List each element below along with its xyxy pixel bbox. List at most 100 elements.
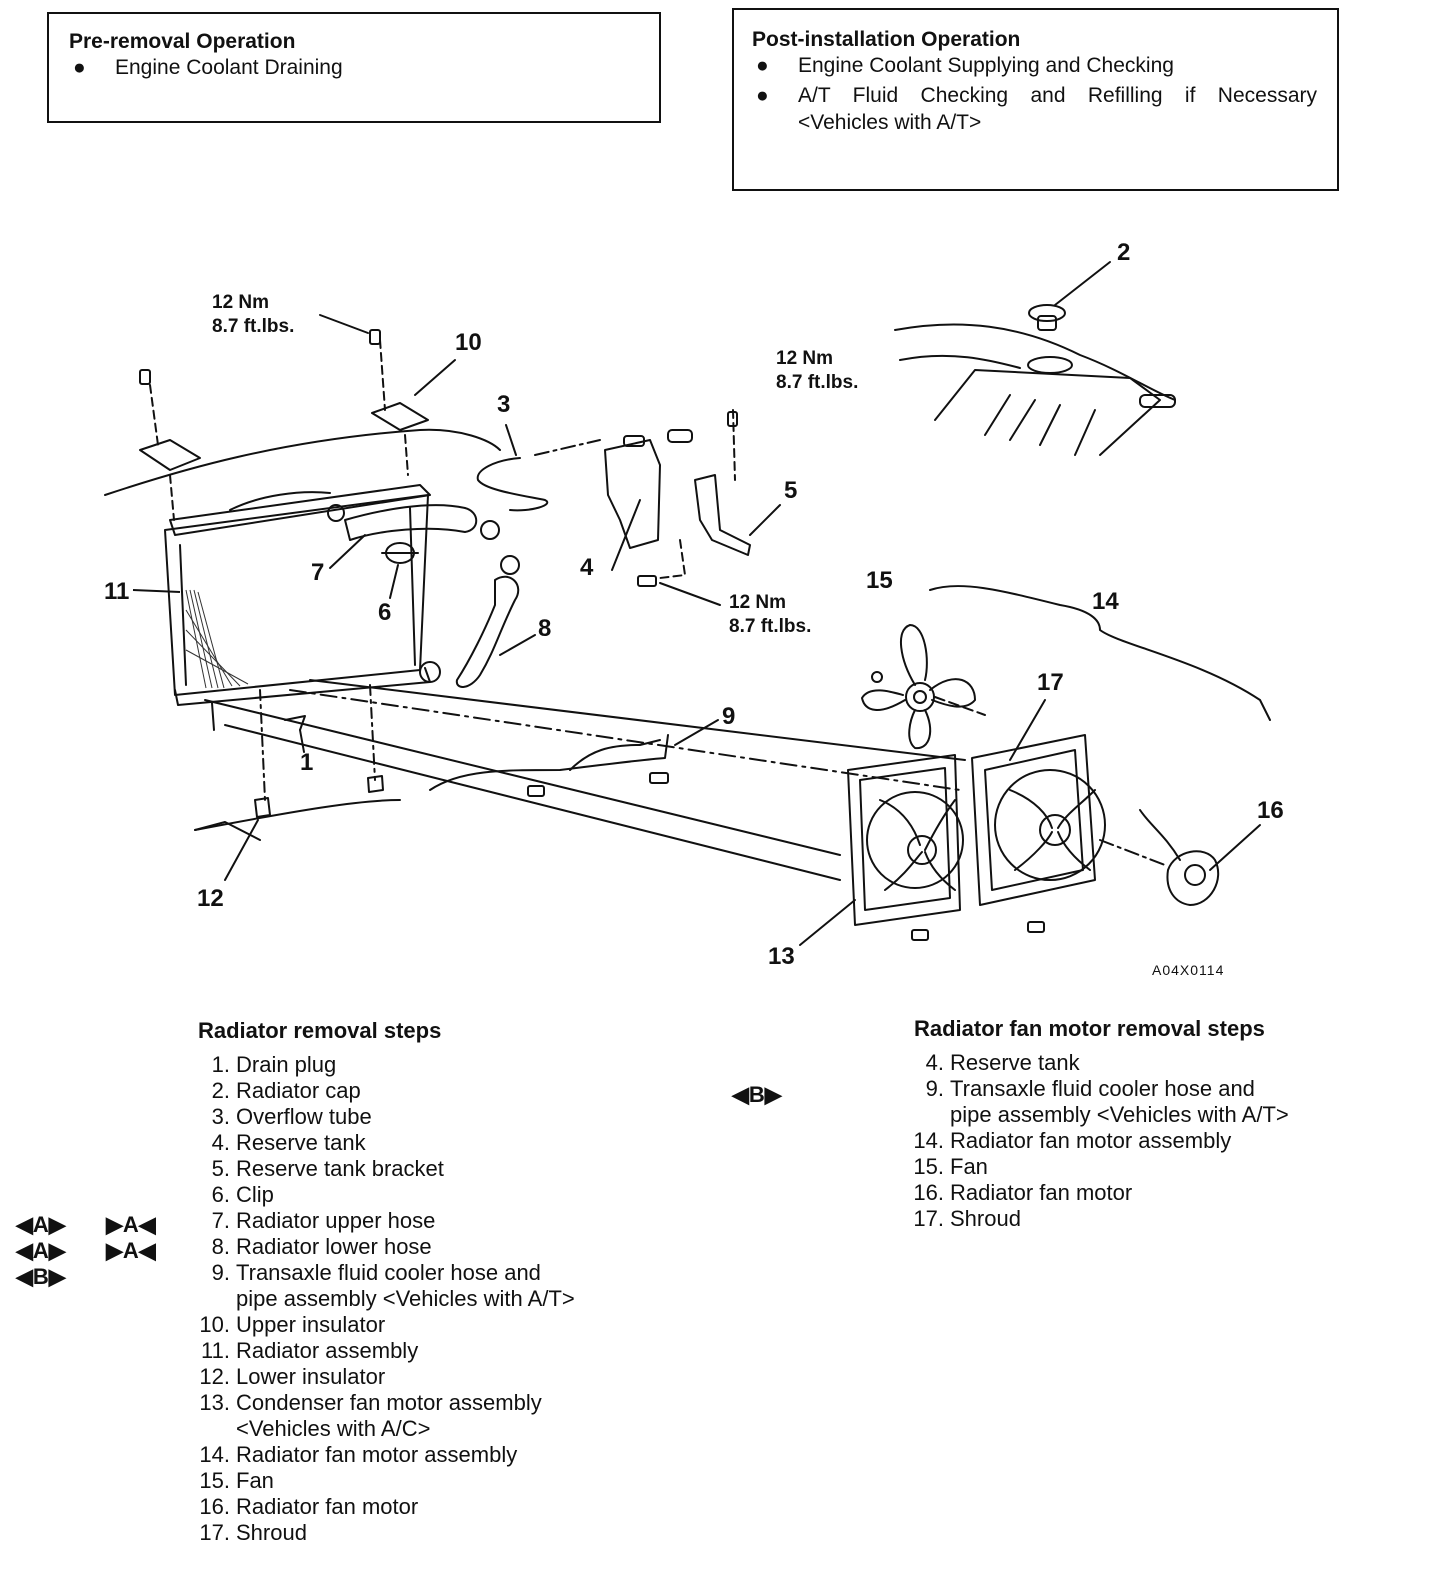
step-item: 14.Radiator fan motor assembly xyxy=(900,1128,1289,1154)
callout-8: 8 xyxy=(538,615,551,642)
assembly-bracket xyxy=(929,585,1271,721)
step-text: Lower insulator xyxy=(236,1364,386,1389)
torque-label: 8.7 ft.lbs. xyxy=(212,316,294,337)
step-text: Fan xyxy=(236,1468,274,1493)
engine-outline xyxy=(984,394,1096,456)
step-item: 3.Overflow tube xyxy=(186,1104,575,1130)
step-number: 15. xyxy=(199,1468,230,1493)
step-text: Shroud xyxy=(236,1520,307,1545)
bullet-icon: ● xyxy=(756,54,769,77)
reserve-tank xyxy=(604,439,661,549)
engine-outline xyxy=(934,369,1161,456)
step-number: 1. xyxy=(211,1052,230,1077)
radiator-fan-motor xyxy=(1166,850,1220,906)
step-item: 13.Condenser fan motor assembly xyxy=(186,1390,575,1416)
callout-9: 9 xyxy=(722,703,735,730)
step-text: Radiator fan motor assembly xyxy=(950,1128,1232,1153)
callout-4: 4 xyxy=(580,554,594,581)
step-text: Radiator upper hose xyxy=(236,1208,436,1233)
step-item: pipe assembly <Vehicles with A/T> xyxy=(186,1286,575,1312)
radiator-shroud xyxy=(971,734,1096,906)
transaxle-cooler-pipe xyxy=(429,734,669,791)
callout-17: 17 xyxy=(1037,669,1064,696)
step-text: <Vehicles with A/C> xyxy=(236,1416,431,1441)
step-number: 16. xyxy=(199,1494,230,1519)
radiator-cap xyxy=(1037,315,1057,331)
step-text: Radiator fan motor xyxy=(950,1180,1133,1205)
lower-insulator xyxy=(254,797,271,818)
upper-insulator xyxy=(139,439,201,471)
step-number: 14. xyxy=(199,1442,230,1467)
step-text: Radiator lower hose xyxy=(236,1234,432,1259)
step-text: Fan xyxy=(950,1154,988,1179)
body-outline xyxy=(194,799,401,831)
step-item: 16.Radiator fan motor xyxy=(186,1494,575,1520)
step-text: Condenser fan motor assembly xyxy=(236,1390,542,1415)
radiator-tank-top xyxy=(169,484,431,536)
radiator-upper-tank xyxy=(229,491,331,511)
step-number: 7. xyxy=(211,1208,230,1233)
marker-a-install: ▶A◀ xyxy=(106,1238,156,1263)
step-number: 6. xyxy=(211,1182,230,1207)
step-item: pipe assembly <Vehicles with A/T> xyxy=(900,1102,1289,1128)
drain-plug xyxy=(284,715,306,731)
hose-clamp xyxy=(419,661,441,683)
step-text: Drain plug xyxy=(236,1052,337,1077)
step-item: 16.Radiator fan motor xyxy=(900,1180,1289,1206)
step-text: Radiator fan motor assembly xyxy=(236,1442,518,1467)
torque-label: 12 Nm xyxy=(776,348,833,369)
callout-2: 2 xyxy=(1117,239,1130,266)
radiator-lower-tank xyxy=(174,667,431,706)
step-item: 9.Transaxle fluid cooler hose and xyxy=(186,1260,575,1286)
step-item: 5.Reserve tank bracket xyxy=(186,1156,575,1182)
fan-steps-title: Radiator fan motor removal steps xyxy=(914,1016,1265,1041)
bullet-icon: ● xyxy=(73,56,86,79)
step-item: 15.Fan xyxy=(186,1468,575,1494)
bolt-icon xyxy=(911,929,929,941)
bullet-icon: ● xyxy=(756,84,769,107)
radiator-frame xyxy=(164,494,429,696)
step-item: 9.Transaxle fluid cooler hose and xyxy=(900,1076,1289,1102)
callout-16: 16 xyxy=(1257,797,1284,824)
step-text: Reserve tank bracket xyxy=(236,1156,444,1181)
radiator-fan xyxy=(994,769,1106,881)
pre-removal-box: Pre-removal Operation ● Engine Coolant D… xyxy=(47,12,661,123)
radiator-upper-hose xyxy=(344,504,478,541)
step-item: <Vehicles with A/C> xyxy=(186,1416,575,1442)
step-number: 13. xyxy=(199,1390,230,1415)
callout-12: 12 xyxy=(197,885,224,912)
callout-5: 5 xyxy=(784,477,797,504)
step-text: Radiator assembly xyxy=(236,1338,419,1363)
body-outline xyxy=(194,821,261,841)
callout-3: 3 xyxy=(497,391,510,418)
torque-label: 8.7 ft.lbs. xyxy=(729,616,811,637)
step-text: Radiator cap xyxy=(236,1078,361,1103)
step-number: 15. xyxy=(913,1154,944,1179)
marker-a: ◀A▶ xyxy=(16,1238,66,1263)
step-item: 6.Clip xyxy=(186,1182,575,1208)
step-number: 14. xyxy=(913,1128,944,1153)
step-item: 11.Radiator assembly xyxy=(186,1338,575,1364)
step-number: 9. xyxy=(925,1076,944,1101)
pre-removal-item: ● Engine Coolant Draining xyxy=(73,56,343,79)
marker-b: ◀B▶ xyxy=(732,1082,782,1107)
fan-motor-removal-steps: Radiator fan motor removal steps 4.Reser… xyxy=(900,1016,1289,1232)
post-installation-item-cont: <Vehicles with A/T> xyxy=(798,111,982,134)
torque-label: 12 Nm xyxy=(212,292,269,313)
step-number: 17. xyxy=(913,1206,944,1231)
step-item: 2.Radiator cap xyxy=(186,1078,575,1104)
marker-b: ◀B▶ xyxy=(16,1264,66,1289)
callout-6: 6 xyxy=(378,599,391,626)
hose-clamp xyxy=(480,520,500,540)
step-text: Clip xyxy=(236,1182,274,1207)
callout-10: 10 xyxy=(455,329,482,356)
callout-14: 14 xyxy=(1092,588,1119,615)
step-text: Radiator fan motor xyxy=(236,1494,419,1519)
step-item: 15.Fan xyxy=(900,1154,1289,1180)
step-text: Shroud xyxy=(950,1206,1021,1231)
callout-11: 11 xyxy=(104,578,129,605)
radiator-cap xyxy=(1028,304,1066,322)
callout-15: 15 xyxy=(866,567,893,594)
post-installation-item: ● Engine Coolant Supplying and Checking xyxy=(756,54,1174,77)
